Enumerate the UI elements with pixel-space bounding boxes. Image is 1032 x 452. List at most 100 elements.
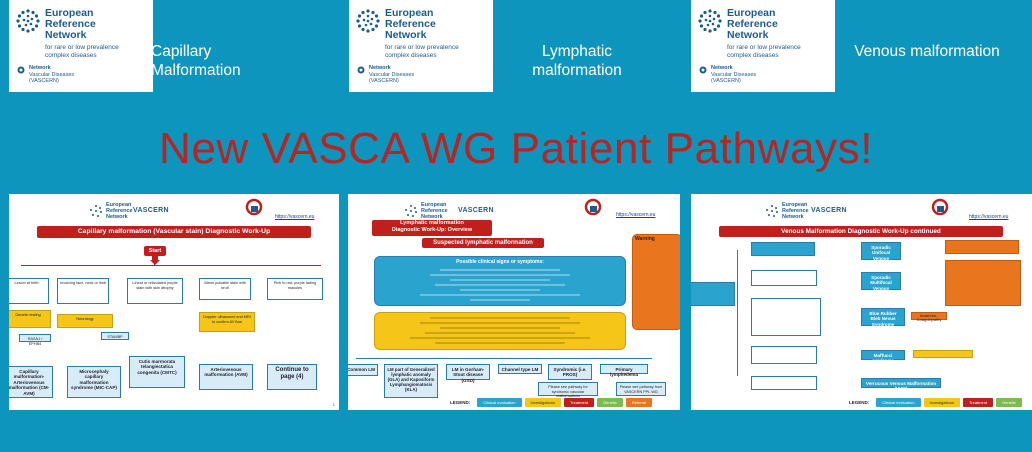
legend-clinical: Clinical evaluation [876,398,921,407]
banner-title: Lymphatic malformation [532,43,622,79]
network-name: Vascular Diseases [711,71,757,78]
result-box: Common LM [348,364,378,376]
legend-treatment: Treatment [962,398,994,407]
diagnosis-box: Sporadic Unifocal Venous Malformation [861,242,901,266]
result-box: LM in Gorham-Stout disease (GSD) [446,364,490,383]
sub-result-box: Please see pathway from VASCERN PPL WG [616,382,666,396]
slide-logo-text: European Reference Network [421,202,448,220]
slide-capillary-pathway[interactable]: European Reference Network VASCERN https… [9,194,339,410]
result-box: Cutis marmorata telangiectatica congenit… [129,356,185,388]
referral-box [945,240,1019,254]
gene-code: STAMBP [101,332,129,340]
ern-logo-card: European Reference Network for rare or l… [691,0,835,92]
criteria-box: Lesion at birth: [9,278,49,304]
page-headline: New VASCA WG Patient Pathways! [158,124,874,173]
referral-box [945,260,1021,306]
network-icon [699,66,707,74]
warning-title: Warning [635,236,655,242]
lock-logo-icon [245,198,263,216]
anaemia-label: Anaemia [919,313,936,318]
slide-header: European Reference Network VASCERN https… [9,194,339,228]
slide-logo-text: European Reference Network [782,202,809,220]
slide-logo: European Reference Network [404,202,448,220]
ern-logo-icon [90,205,102,217]
ern-title: European Reference Network [385,7,436,41]
ern-logo-icon [766,205,778,217]
ern-logo-card: European Reference Network for rare or l… [349,0,493,92]
vascern-url[interactable]: https://vascern.eu [616,212,656,218]
legend: LEGEND: Clinical evaluation Investigatio… [849,398,1022,407]
result-box: Primary lymphedema [600,364,648,377]
slide-venous-pathway[interactable]: European Reference Network VASCERN https… [691,194,1032,410]
legend-treatment: Treatment [563,398,595,407]
criteria-box [751,376,817,390]
ern-subtitle: for rare or low prevalence complex disea… [727,44,801,59]
network-label: Network [369,65,391,71]
legend-genetic: Genetic [996,398,1022,407]
network-abbr: (VASCERN) [711,78,741,84]
vascern-label: VASCERN [811,207,847,214]
result-box: Microcephaly capillary malformation synd… [67,366,121,398]
ern-subtitle: for rare or low prevalence complex disea… [45,44,119,59]
legend-label: LEGEND: [849,400,870,405]
banner-title: Capillary Malformation [151,43,241,79]
investigation-box: Genetic testing [9,310,51,328]
ern-logo-icon [356,9,380,33]
legend-genetic: Genetic [597,398,623,407]
investigation-list-lines [410,317,590,344]
lock-logo-icon [931,198,949,216]
network-name: Vascular Diseases [369,71,415,78]
criteria-box [751,298,821,336]
network-icon [357,66,365,74]
result-box: Syndromic (i.e. PROS) [548,364,592,380]
anaemia-box: Anaemia - Coagulopathy [911,312,947,322]
slide-header: European Reference Network VASCERN https… [348,194,680,228]
slide-logo: European Reference Network [89,202,133,220]
slide-header: European Reference Network VASCERN https… [691,194,1032,228]
slide-title-bar: Venous Malformation Diagnostic Work-Up c… [719,226,1003,237]
network-label: Network [29,65,51,71]
slide-title-bar: Capillary malformation (Vascular stain) … [37,226,311,238]
diagnosis-box: Maffucci syndrome [861,350,905,363]
network-label: Network [711,65,733,71]
legend-clinical: Clinical evaluation [477,398,522,407]
start-node: Start [144,246,166,256]
legend-investigations: Investigations [524,398,561,407]
banner-venous: European Reference Network for rare or l… [691,0,1032,92]
criteria-box: Involving face, neck or limb [57,278,109,304]
criteria-box [751,346,817,364]
diagnosis-box: Blue Rubber Bleb Nevus Syndrome (BRBN) [861,308,905,332]
criteria-box [751,270,817,286]
page-number: 1 [332,402,335,407]
investigations-box [374,312,626,350]
network-abbr: (VASCERN) [369,78,399,84]
diagnosis-box: Sporadic Multifocal Venous Malformation [861,272,901,296]
legend: LEGEND: Clinical evaluation Investigatio… [450,398,653,407]
slide-logo: European Reference Network [765,202,809,220]
connector [356,358,652,359]
criteria-box [751,242,815,256]
arrow-down-icon [150,256,160,265]
slide-title-bar: Lymphatic malformation Diagnostic Work-U… [372,220,492,236]
vascern-label: VASCERN [458,207,494,214]
investigation-box [913,350,973,358]
investigation-box: Neurology [57,314,113,328]
ern-subtitle: for rare or low prevalence complex disea… [385,44,459,59]
symptom-list-lines [420,269,580,301]
lock-logo-icon [584,198,602,216]
warning-box: Warning [632,234,680,330]
network-icon [17,66,25,74]
vascern-url[interactable]: https://vascern.eu [969,214,1009,220]
vascern-label: VASCERN [133,207,169,214]
legend-label: LEGEND: [450,400,471,405]
result-box: LM part of Generalized lymphatic anomaly… [384,364,438,398]
clinical-signs-box: Possible clinical signs or symptoms: [374,256,626,306]
ern-logo-icon [698,9,722,33]
suspected-node: Suspected lymphatic malformation [422,238,544,248]
result-box: Arteriovenous malformation (AVM) [199,364,253,390]
vascern-url[interactable]: https://vascern.eu [275,214,315,220]
connector [21,265,321,266]
result-box: Continue to page (4) [267,364,317,390]
slide-lymphatic-pathway[interactable]: European Reference Network VASCERN https… [348,194,680,410]
gene-code: RASA1 / EPHB4 [19,334,51,346]
